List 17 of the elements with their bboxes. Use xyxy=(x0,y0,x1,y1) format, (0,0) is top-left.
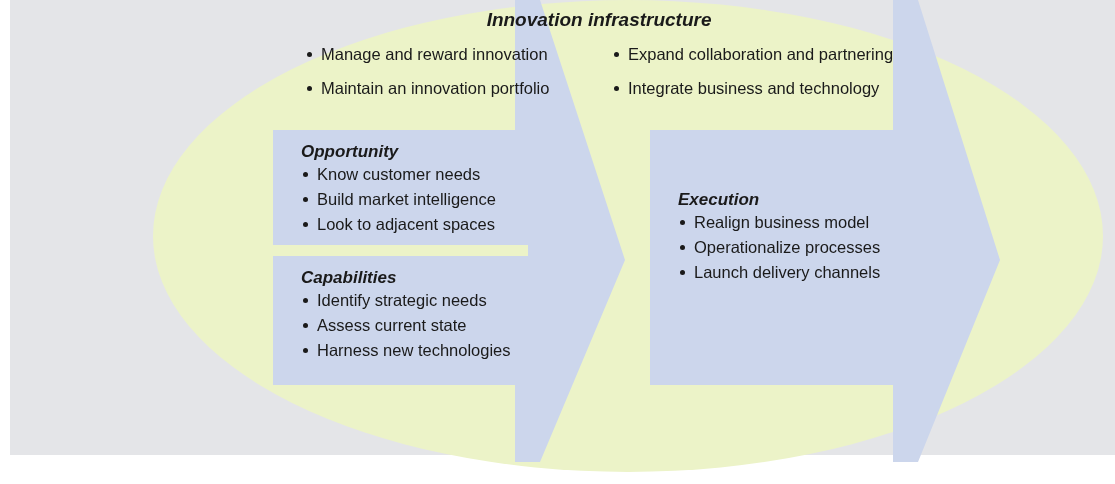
bullet-item: Operationalize processes xyxy=(694,237,881,258)
bullet-item: Build market intelligence xyxy=(317,189,496,210)
bullet-item: Expand collaboration and partnering xyxy=(628,44,894,65)
bullet-item: Identify strategic needs xyxy=(317,290,487,311)
heading: Opportunity xyxy=(301,142,400,162)
bullet-item: Assess current state xyxy=(317,315,467,336)
bullet-item: Harness new technologies xyxy=(317,340,511,361)
bullet-item: Look to adjacent spaces xyxy=(317,214,495,235)
bullet-item: Manage and reward innovation xyxy=(321,44,548,65)
heading: Execution xyxy=(678,190,761,210)
heading: Capabilities xyxy=(301,268,398,288)
bullet-item: Integrate business and technology xyxy=(628,78,880,99)
bullet-item: Know customer needs xyxy=(317,164,481,185)
bullet-item: Realign business model xyxy=(694,212,870,233)
bullet-item: Launch delivery channels xyxy=(694,262,881,283)
heading: Innovation infrastructure xyxy=(485,10,713,30)
bullet-item: Maintain an innovation portfolio xyxy=(321,78,550,99)
